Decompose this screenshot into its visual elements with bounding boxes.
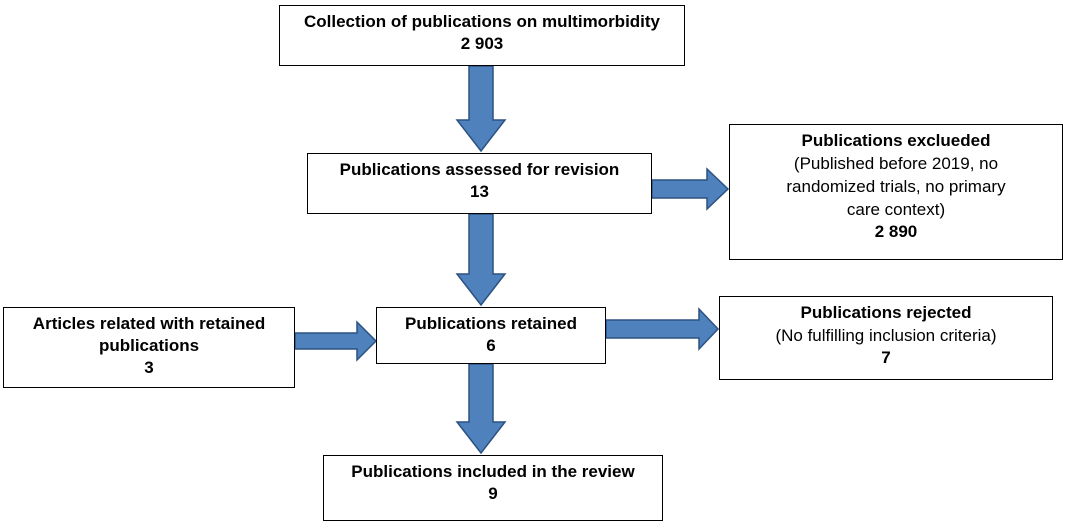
collection-box: Collection of publications on multimorbi… <box>279 5 685 66</box>
excluded-title: Publications exclueded <box>801 131 991 150</box>
retained-box: Publications retained 6 <box>376 307 606 364</box>
collection-count: 2 903 <box>460 34 504 53</box>
arrow-assessed-to-retained <box>455 213 507 307</box>
rejected-count: 7 <box>881 348 891 367</box>
arrow-retained-to-included <box>455 363 507 455</box>
included-title: Publications included in the review <box>351 462 635 481</box>
assessed-count: 13 <box>470 182 489 201</box>
included-count: 9 <box>488 484 498 503</box>
excluded-count: 2 890 <box>874 222 918 241</box>
collection-title: Collection of publications on multimorbi… <box>303 12 661 31</box>
related-title-line1: Articles related with retained <box>32 314 266 333</box>
arrow-related-to-retained <box>294 320 378 362</box>
included-box: Publications included in the review 9 <box>323 455 663 521</box>
excluded-desc-line1: (Published before 2019, no <box>793 154 999 173</box>
retained-title: Publications retained <box>405 314 577 333</box>
related-box: Articles related with retained publicati… <box>3 307 295 388</box>
rejected-box: Publications rejected (No fulfilling inc… <box>719 296 1053 380</box>
arrow-collection-to-assessed <box>455 65 507 153</box>
excluded-desc-line3: care context) <box>846 200 946 219</box>
related-title-line2: publications <box>98 336 200 355</box>
arrow-assessed-to-excluded <box>651 167 730 211</box>
related-count: 3 <box>144 358 154 377</box>
assessed-title: Publications assessed for revision <box>339 160 620 179</box>
excluded-desc-line2: randomized trials, no primary <box>786 177 1006 196</box>
rejected-desc: (No fulfilling inclusion criteria) <box>775 326 997 345</box>
assessed-box: Publications assessed for revision 13 <box>307 153 652 214</box>
excluded-box: Publications exclueded (Published before… <box>729 124 1063 260</box>
retained-count: 6 <box>486 336 496 355</box>
arrow-retained-to-rejected <box>605 307 720 351</box>
rejected-title: Publications rejected <box>800 303 972 322</box>
